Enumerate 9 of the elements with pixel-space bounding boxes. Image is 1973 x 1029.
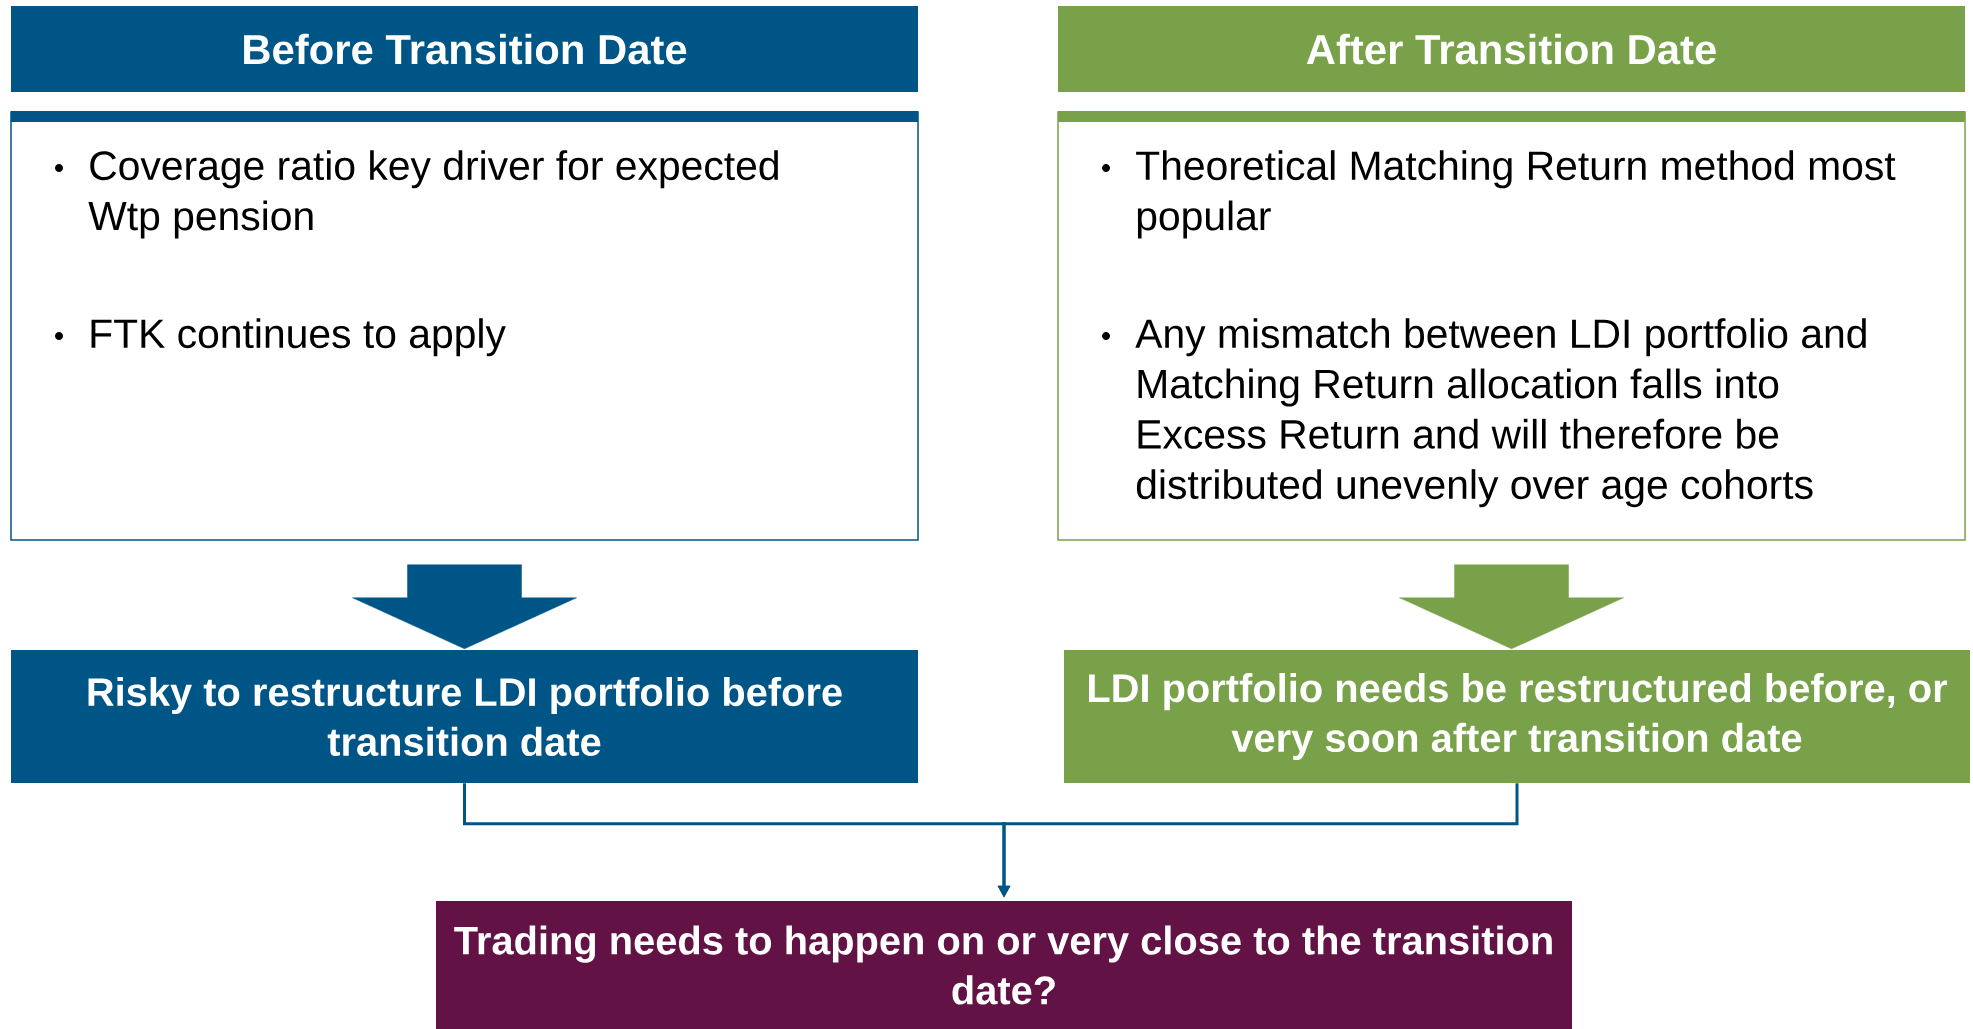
text-box: Coverage ratio key driver for expected Wtp pension FTK continues to apply: [10, 111, 919, 541]
result-box: Risky to restructure LDI portfolio before transition date: [11, 650, 918, 783]
result-box: Trading needs to happen on or very close to the transition date?: [436, 901, 1572, 1029]
header-band: After Transition Date: [1058, 6, 1966, 92]
result-box: LDI portfolio needs be restructured before, or very soon after transition date: [1064, 650, 1971, 783]
block-arrow: [352, 564, 577, 650]
header-band: Before Transition Date: [11, 6, 918, 92]
block-arrow: [1399, 564, 1624, 650]
text-box: Theoretical Matching Return method most popular Any mismatch between LDI portfolio and Matching Return allocation falls into Excess Return and will therefore be distributed unevenly over age cohorts: [1057, 111, 1966, 541]
